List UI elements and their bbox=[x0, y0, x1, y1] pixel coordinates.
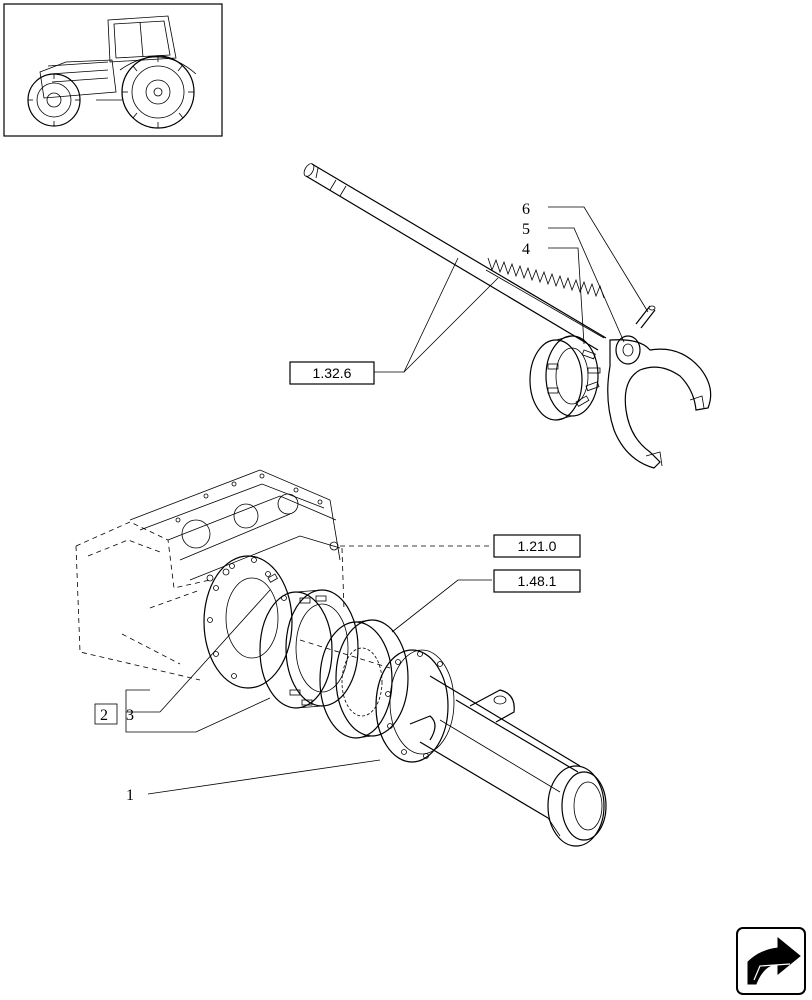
next-page-arrow-icon[interactable] bbox=[736, 927, 806, 995]
reference-1-48-1[interactable]: 1.48.1 bbox=[493, 569, 581, 593]
tractor-thumbnail-icon bbox=[3, 3, 223, 137]
callout-3: 3 bbox=[126, 707, 134, 724]
spring bbox=[485, 257, 605, 339]
reference-1-21-0[interactable]: 1.21.0 bbox=[493, 534, 581, 558]
roll-pin bbox=[635, 305, 656, 329]
transmission-housing bbox=[75, 469, 345, 689]
shift-rail-shaft bbox=[303, 163, 607, 351]
reference-1-32-6[interactable]: 1.32.6 bbox=[289, 361, 375, 385]
callout-2: 2 bbox=[100, 707, 108, 724]
gear-ring bbox=[319, 619, 409, 739]
reference-label: 1.21.0 bbox=[518, 538, 557, 554]
callout-1: 1 bbox=[126, 787, 134, 804]
bearing-ring bbox=[259, 589, 391, 709]
shift-fork bbox=[607, 335, 712, 469]
callout-4: 4 bbox=[522, 241, 530, 258]
callout-2-box bbox=[94, 703, 118, 725]
reference-label: 1.48.1 bbox=[518, 573, 557, 589]
axle-housing bbox=[375, 649, 607, 847]
leader-lines bbox=[125, 206, 649, 795]
reference-label: 1.32.6 bbox=[313, 365, 352, 381]
callout-6: 6 bbox=[522, 201, 530, 218]
callout-5: 5 bbox=[522, 221, 530, 238]
coupler-sleeve bbox=[529, 335, 601, 421]
